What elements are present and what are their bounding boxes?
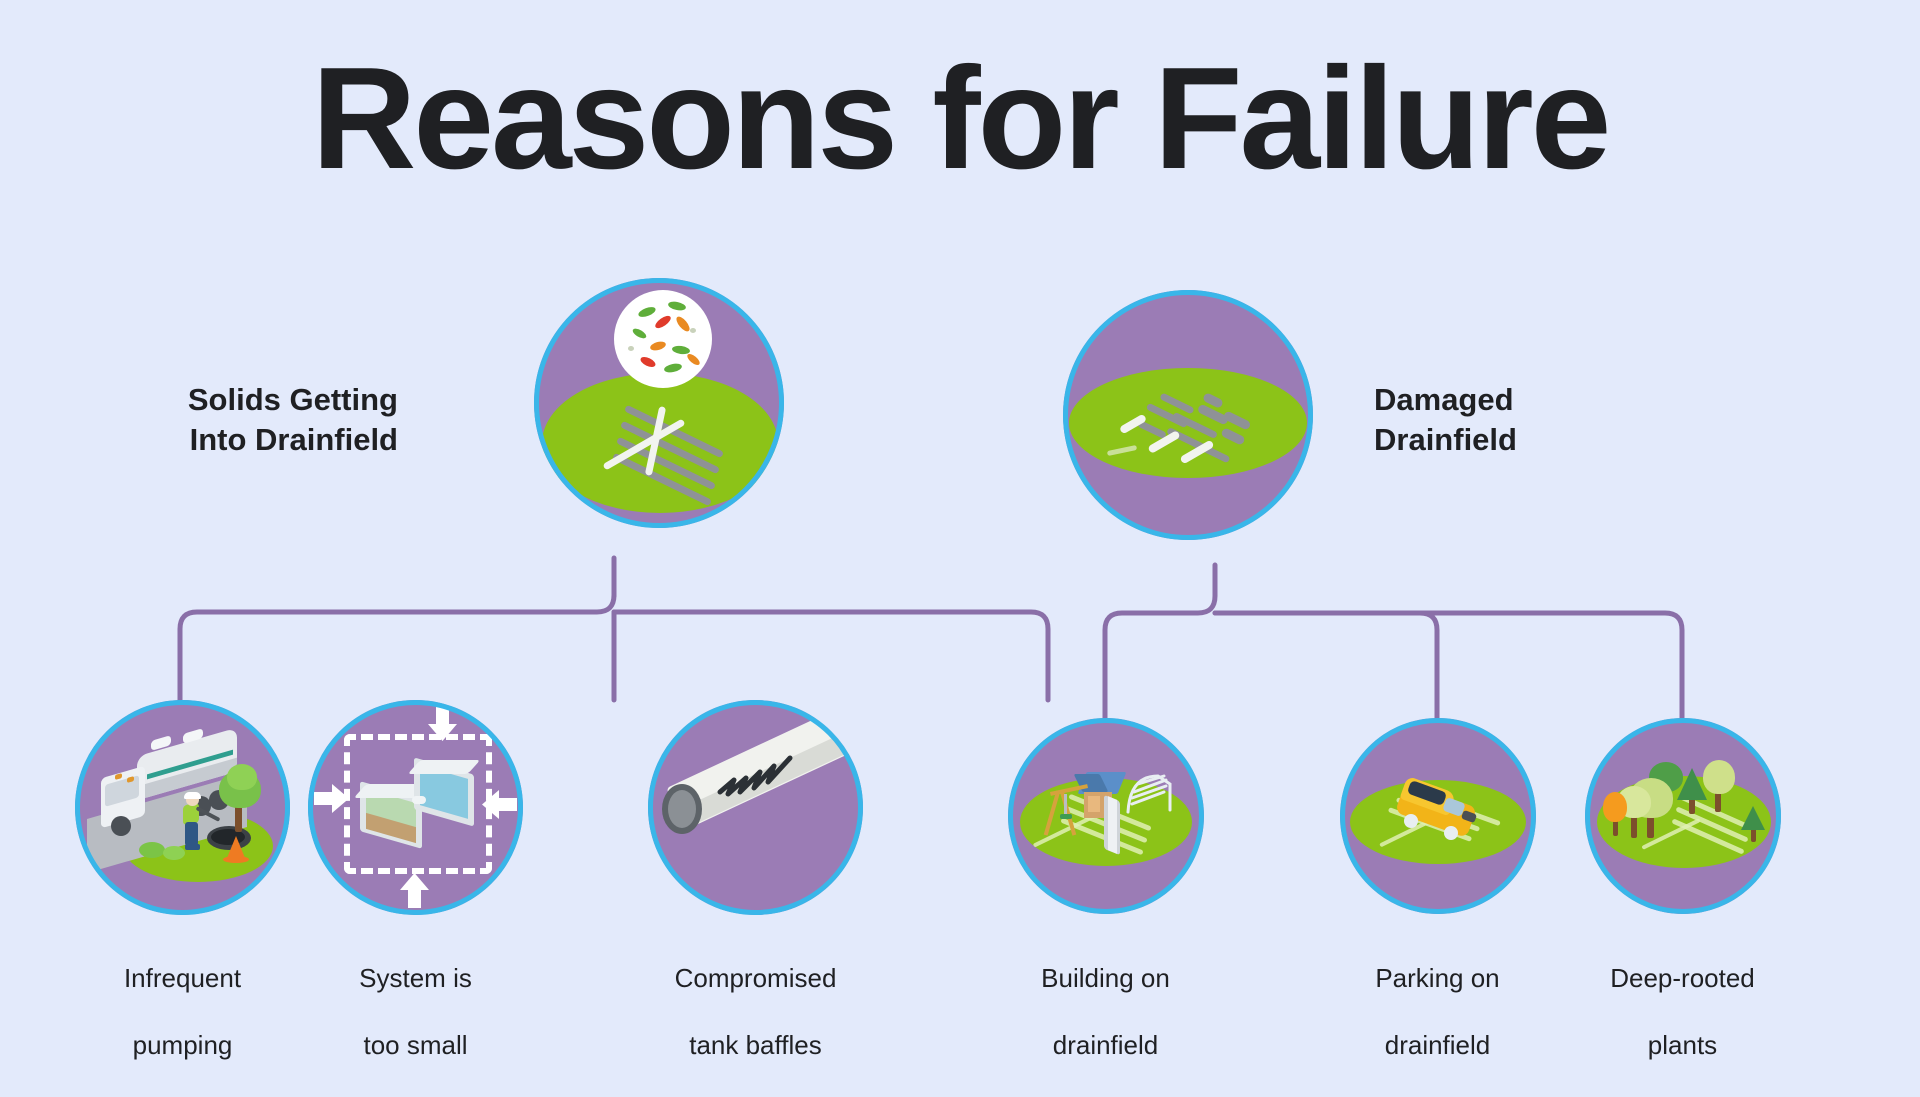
conifer-crown xyxy=(1741,806,1765,830)
child-node-compromised-baffles[interactable] xyxy=(648,700,863,915)
undersized-septic-tank-icon xyxy=(308,700,523,915)
tree-trunk xyxy=(1647,812,1654,838)
arrow-down xyxy=(428,706,457,741)
caption-line2: drainfield xyxy=(1052,1030,1159,1061)
branch-label-line2: Drainfield xyxy=(1374,421,1517,457)
worker-legs xyxy=(185,822,198,846)
caption-parking-on-drainfield: Parking on drainfield xyxy=(1280,928,1595,1097)
playhouse-panel xyxy=(1088,796,1100,812)
bacteria-dot xyxy=(628,346,634,351)
child-node-infrequent-pumping[interactable] xyxy=(75,700,290,915)
arrow-left xyxy=(482,790,517,819)
branch-label-line1: Solids Getting xyxy=(187,382,398,417)
arrow-up xyxy=(400,873,429,908)
truck-wheel xyxy=(111,816,131,836)
caption-line1: Deep-rooted xyxy=(1610,962,1755,993)
page-title: Reasons for Failure xyxy=(311,37,1612,199)
bacteria-dot xyxy=(667,300,687,312)
child-node-building-on-drainfield[interactable] xyxy=(1008,718,1204,914)
tree-trunk xyxy=(1751,826,1756,842)
worker-hat xyxy=(184,792,201,799)
traffic-cone-base xyxy=(223,856,249,863)
septic-pump-truck-icon xyxy=(75,700,290,915)
bacteria-dot xyxy=(649,340,667,352)
caption-line2: too small xyxy=(363,1030,468,1061)
parked-car-icon xyxy=(1340,718,1536,914)
caption-line1: Infrequent xyxy=(123,962,242,993)
child-node-deep-rooted-plants[interactable] xyxy=(1585,718,1781,914)
caption-system-too-small: System is too small xyxy=(258,928,573,1097)
bacteria-dot xyxy=(631,326,648,341)
pressure-arrows xyxy=(314,706,517,908)
bacteria-dot xyxy=(639,354,657,370)
bacteria-dot xyxy=(690,328,696,333)
slide-surface xyxy=(1108,796,1117,854)
tree-crown xyxy=(1703,760,1735,794)
tank-baffle xyxy=(412,796,426,804)
bacteria-dot xyxy=(653,313,673,331)
magnifier-bubble xyxy=(614,290,712,388)
car-wheel xyxy=(1444,826,1458,840)
arrow-right xyxy=(314,784,349,813)
caption-compromised-baffles: Compromised tank baffles xyxy=(598,928,913,1097)
tree-trunk xyxy=(1613,818,1618,836)
drainfield-with-magnifier-icon xyxy=(534,278,784,528)
car-wheel xyxy=(1404,814,1418,828)
caption-line1: Parking on xyxy=(1375,962,1500,993)
bacteria-dot xyxy=(663,362,683,374)
branch-label-solids-getting-into-drainfield: Solids Getting Into Drainfield xyxy=(188,380,398,459)
swing-seat xyxy=(1060,814,1072,819)
caption-line1: Compromised xyxy=(674,962,837,993)
tree-crown xyxy=(227,764,257,790)
trees-icon xyxy=(1585,718,1781,914)
worker-boots xyxy=(185,844,200,850)
tree-trunk xyxy=(1715,790,1721,812)
tree-trunk xyxy=(235,804,242,832)
caption-building-on-drainfield: Building on drainfield xyxy=(948,928,1263,1097)
caption-line1: Building on xyxy=(1041,962,1170,993)
broken-drainfield-icon xyxy=(1063,290,1313,540)
branch-node-solids-getting-into-drainfield[interactable] xyxy=(534,278,784,528)
caption-deep-rooted-plants: Deep-rooted plants xyxy=(1525,928,1840,1097)
bacteria-dot xyxy=(685,351,702,368)
caption-line2: plants xyxy=(1647,1030,1718,1061)
branch-label-damaged-drainfield: Damaged Drainfield xyxy=(1374,380,1517,459)
arch-climber xyxy=(1126,774,1172,814)
caption-line2: tank baffles xyxy=(689,1030,822,1061)
branch-node-damaged-drainfield[interactable] xyxy=(1063,290,1313,540)
pipe-open-end-inner xyxy=(668,790,696,828)
child-node-parking-on-drainfield[interactable] xyxy=(1340,718,1536,914)
playground-icon xyxy=(1008,718,1204,914)
caption-line2: pumping xyxy=(132,1030,233,1061)
tree-trunk xyxy=(1689,794,1695,814)
bush xyxy=(139,842,165,858)
traffic-cone xyxy=(227,836,245,858)
swing-chain xyxy=(1064,794,1067,816)
bush xyxy=(163,846,185,860)
branch-label-line2: Into Drainfield xyxy=(189,421,398,457)
caption-infrequent-pumping: Infrequent pumping xyxy=(25,928,340,1097)
bacteria-dot xyxy=(637,305,657,319)
pipe-crack xyxy=(717,755,793,797)
caption-line2: drainfield xyxy=(1384,1030,1491,1061)
branch-label-line1: Damaged xyxy=(1374,382,1514,417)
tree-trunk xyxy=(1631,814,1637,838)
tree-crown xyxy=(1603,792,1627,822)
child-node-system-too-small[interactable] xyxy=(308,700,523,915)
caption-line1: System is xyxy=(359,962,472,993)
cracked-pipe-icon xyxy=(648,700,863,915)
